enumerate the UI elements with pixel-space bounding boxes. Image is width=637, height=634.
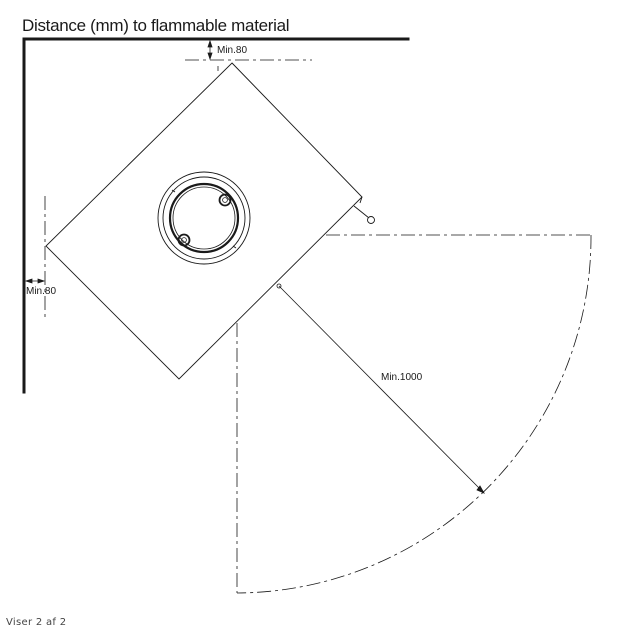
- wall-corner: [22, 37, 410, 394]
- flue-outlet-icon: [157, 171, 251, 265]
- front-clearance-label: Min.1000: [381, 372, 423, 383]
- bolt-lower-icon: [177, 233, 191, 247]
- diagram-title: Distance (mm) to flammable material: [22, 16, 289, 35]
- top-clearance-dimension: [185, 39, 312, 71]
- stove-outline: [45, 62, 363, 380]
- side-clearance-dimension: [24, 196, 46, 320]
- clearance-diagram: Distance (mm) to flammable material Min.…: [22, 16, 592, 594]
- bolt-upper-icon: [218, 193, 232, 207]
- stove-front-bevel: [359, 196, 363, 204]
- front-clearance-zone: [236, 234, 592, 594]
- door-handle-icon: [353, 205, 375, 224]
- side-clearance-label: Min.80: [26, 286, 56, 297]
- top-clearance-label: Min.80: [217, 45, 247, 56]
- front-clearance-dimension: [276, 283, 485, 494]
- zone-arc: [236, 234, 592, 594]
- image-counter: Viser 2 af 2: [6, 617, 67, 628]
- stove-body: [45, 62, 363, 380]
